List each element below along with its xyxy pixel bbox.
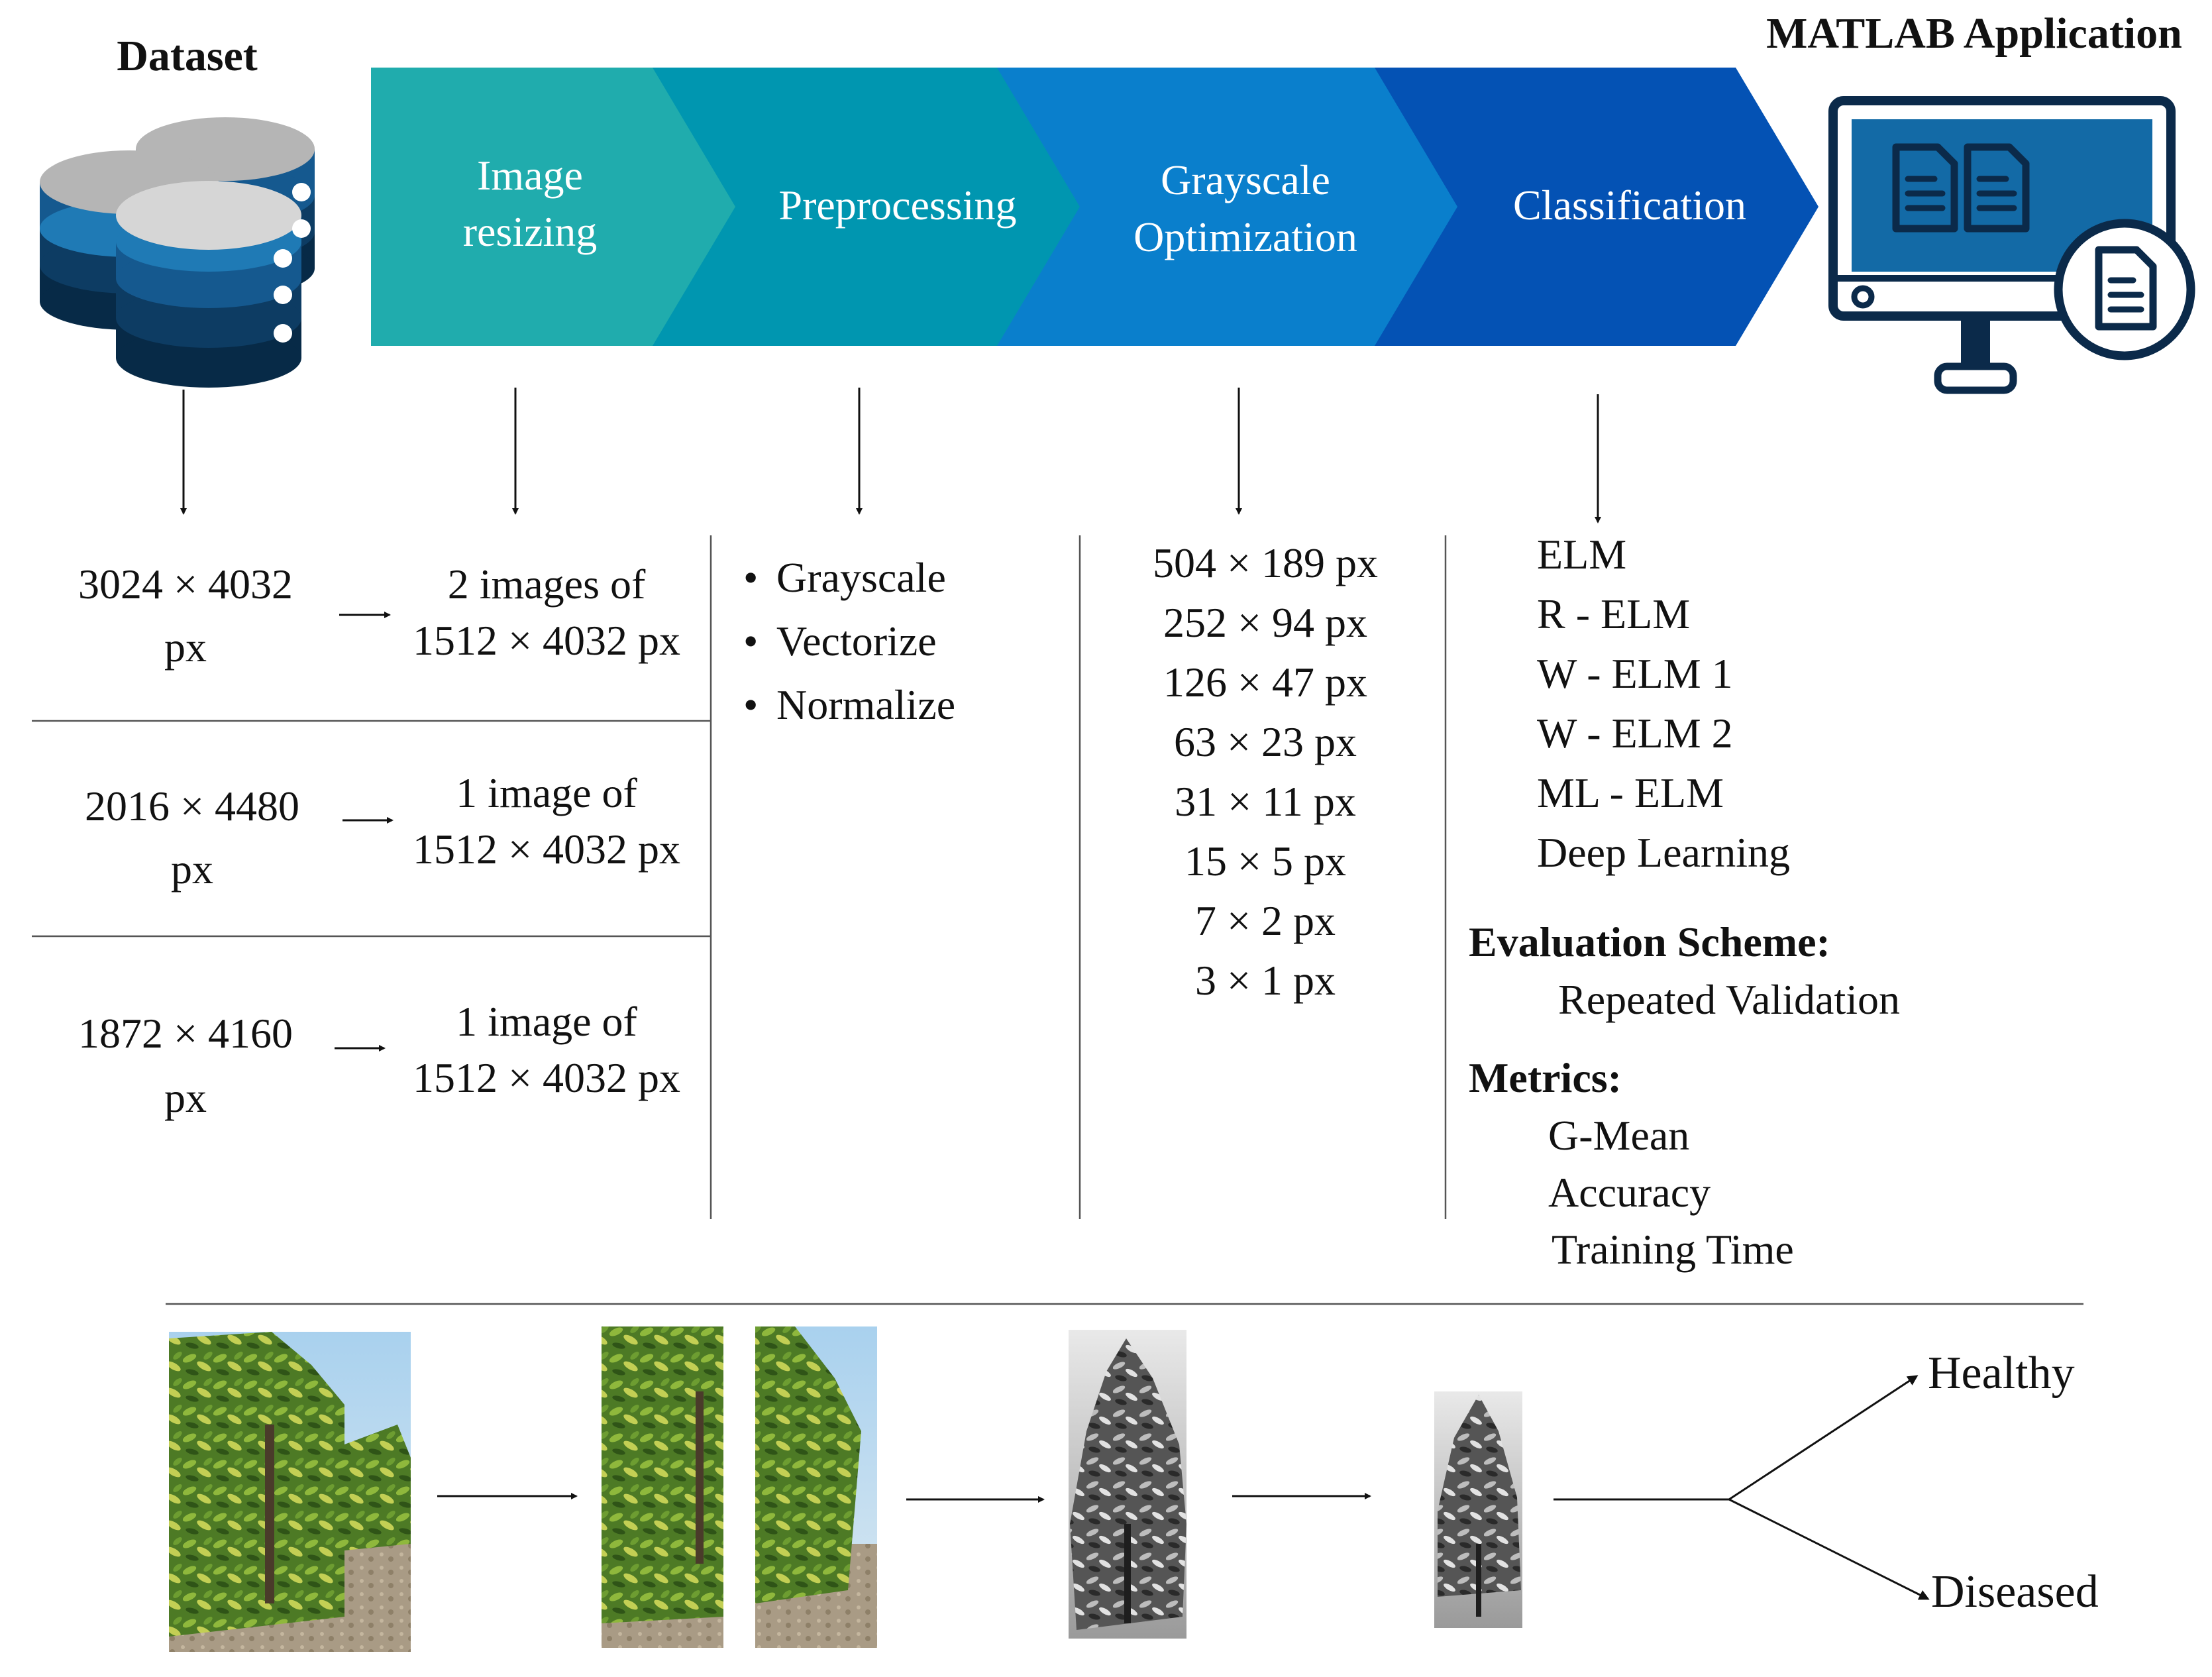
metric-item: Training Time	[1552, 1226, 1794, 1273]
dataset-row-3-result-line1: 1 image of	[456, 998, 637, 1045]
stage-label-image-resizing-line2: resizing	[462, 208, 598, 255]
output-healthy: Healthy	[1928, 1348, 2075, 1399]
dataset-row-3-unit: px	[164, 1074, 207, 1121]
database-stack-icon	[40, 117, 315, 388]
preprocessing-step: Vectorize	[743, 620, 955, 684]
dataset-row-2-unit: px	[171, 845, 213, 893]
chevron-classification	[1371, 68, 1818, 346]
grayscale-size: 31 × 11 px	[1175, 778, 1356, 825]
image-downscaled	[1434, 1391, 1522, 1628]
preprocessing-list: Grayscale Vectorize Normalize	[743, 557, 955, 747]
pipeline-band	[371, 68, 1818, 346]
classifier-item: ELM	[1537, 531, 1627, 578]
classifier-item: W - ELM 2	[1537, 710, 1733, 757]
dataset-row-1-result-line1: 2 images of	[447, 561, 646, 608]
chevron-image-resizing	[371, 68, 735, 346]
dataset-row-1-unit: px	[164, 623, 207, 671]
evaluation-title: Evaluation Scheme:	[1469, 918, 1830, 965]
metric-item: G-Mean	[1548, 1112, 1690, 1159]
matlab-heading: MATLAB Application	[1766, 9, 2182, 58]
grayscale-size: 126 × 47 px	[1163, 659, 1368, 706]
classifier-item: Deep Learning	[1537, 829, 1791, 876]
grayscale-size: 15 × 5 px	[1184, 838, 1347, 885]
grayscale-size: 7 × 2 px	[1194, 897, 1336, 944]
table-dividers	[32, 535, 2083, 1305]
dataset-heading: Dataset	[117, 32, 258, 80]
grayscale-size: 252 × 94 px	[1163, 599, 1368, 646]
dataset-row-2-size: 2016 × 4480	[84, 783, 300, 830]
image-original	[169, 1332, 411, 1652]
metric-item: Accuracy	[1548, 1169, 1711, 1216]
evaluation-value: Repeated Validation	[1558, 976, 1900, 1023]
classifier-item: W - ELM 1	[1537, 650, 1733, 697]
dataset-row-2-result-line1: 1 image of	[456, 769, 637, 816]
image-grayscale	[1069, 1330, 1186, 1639]
grayscale-size: 63 × 23 px	[1173, 718, 1357, 765]
dataset-row-1-size: 3024 × 4032	[78, 561, 293, 608]
output-diseased: Diseased	[1931, 1566, 2099, 1617]
classifier-item: ML - ELM	[1537, 769, 1724, 816]
preprocessing-step: Normalize	[743, 684, 955, 747]
bottom-flow-arrows	[437, 1375, 1930, 1600]
chevron-preprocessing	[649, 68, 1080, 346]
dataset-row-3-size: 1872 × 4160	[78, 1010, 293, 1057]
stage-label-grayscale-line2: Optimization	[1133, 213, 1357, 260]
chevron-grayscale-optimization	[994, 68, 1457, 346]
grayscale-size: 504 × 189 px	[1152, 539, 1379, 586]
stage-label-grayscale-line1: Grayscale	[1161, 156, 1330, 203]
down-arrows	[180, 388, 1601, 523]
stage-label-preprocessing: Preprocessing	[778, 182, 1017, 229]
dataset-row-3-result-line2: 1512 × 4032 px	[412, 1054, 681, 1101]
dataset-row-1-result-line2: 1512 × 4032 px	[412, 617, 681, 664]
classifier-item: R - ELM	[1537, 590, 1691, 637]
preprocessing-step: Grayscale	[743, 557, 955, 620]
dataset-row-2-result-line2: 1512 × 4032 px	[412, 826, 681, 873]
stage-label-classification: Classification	[1513, 182, 1746, 229]
grayscale-size: 3 × 1 px	[1194, 957, 1336, 1004]
image-resized-right	[755, 1326, 877, 1648]
row-arrows	[335, 612, 394, 1052]
stage-label-image-resizing-line1: Image	[477, 152, 583, 199]
computer-monitor-document-icon	[1828, 96, 2195, 394]
metrics-title: Metrics:	[1469, 1054, 1622, 1101]
image-resized-left	[602, 1326, 723, 1648]
